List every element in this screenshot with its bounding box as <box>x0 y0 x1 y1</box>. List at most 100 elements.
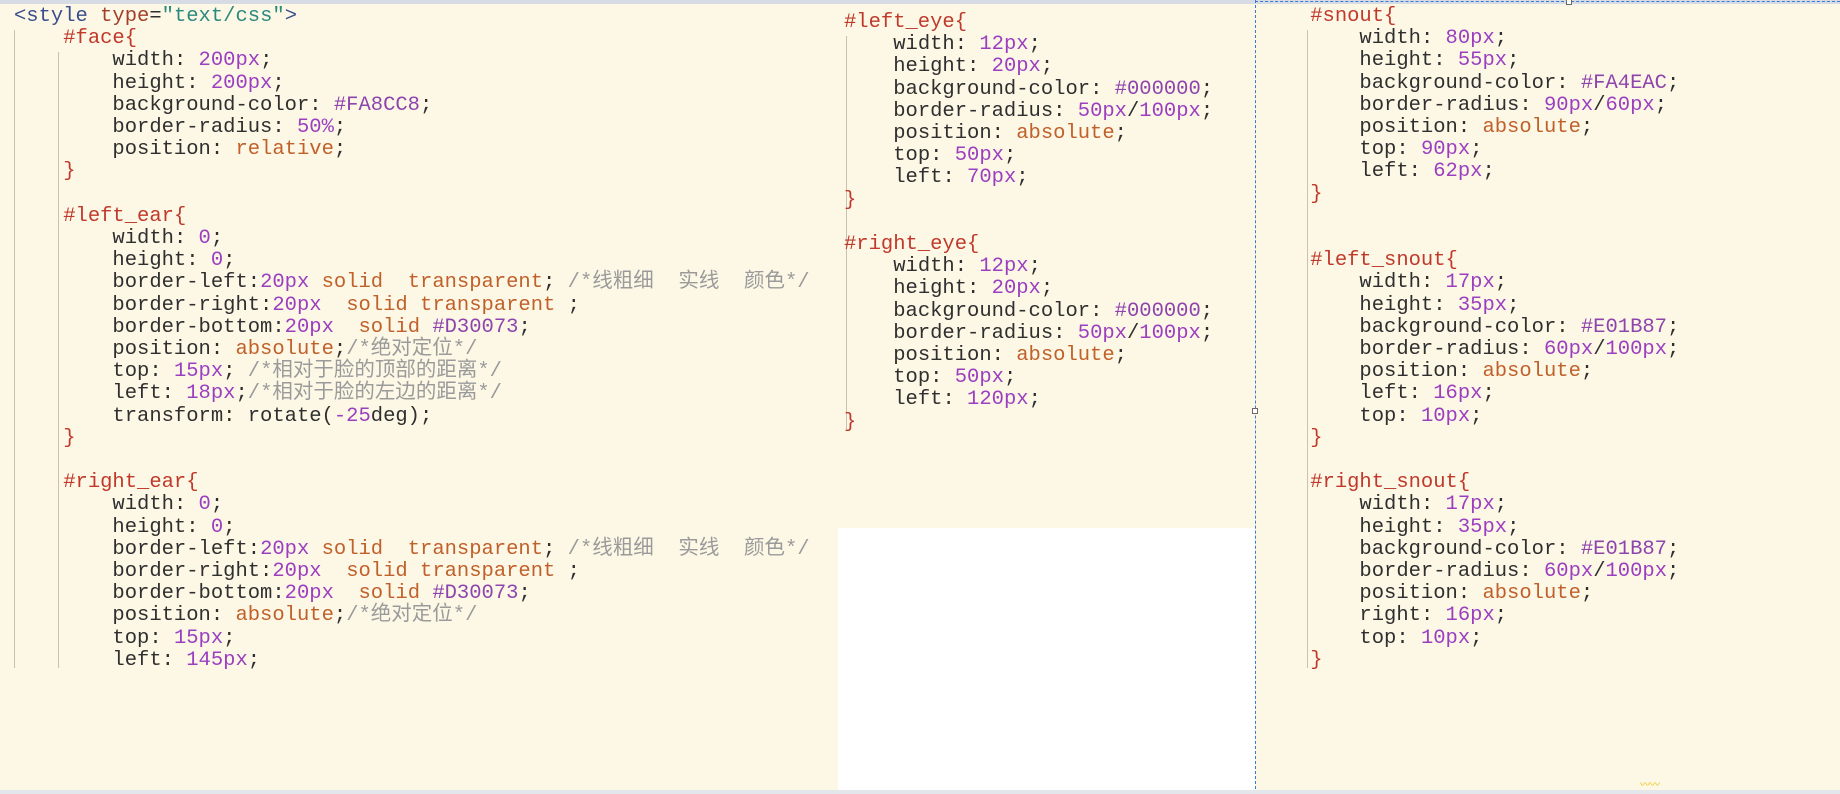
code-line[interactable]: background-color: #000000; <box>844 299 1213 325</box>
code-token: ; <box>1667 537 1680 561</box>
code-line[interactable]: position: absolute;/*绝对定位*/ <box>14 603 477 629</box>
code-line[interactable]: transform: rotate(-25deg); <box>14 404 432 430</box>
code-line[interactable]: border-bottom:20px solid #D30073; <box>14 315 530 341</box>
code-token: 100 <box>1605 560 1643 583</box>
code-token: 100 <box>1139 321 1177 345</box>
code-line[interactable]: height: 20px; <box>844 276 1053 302</box>
code-line[interactable]: height: 55px; <box>1261 48 1519 74</box>
code-token: 100 <box>1139 99 1177 123</box>
code-line[interactable]: top: 15px; <box>14 626 235 652</box>
code-line[interactable]: height: 0; <box>14 248 235 274</box>
code-line[interactable]: top: 50px; <box>844 365 1016 391</box>
code-token: : <box>1396 626 1421 650</box>
code-line[interactable]: border-radius: 50%; <box>14 115 346 141</box>
code-line[interactable]: } <box>1261 648 1322 674</box>
code-line[interactable]: background-color: #FA8CC8; <box>14 93 432 119</box>
code-token: / <box>1126 99 1140 123</box>
code-pane-styles-snout[interactable]: #snout{ width: 80px; height: 55px; backg… <box>1255 4 1840 790</box>
code-line[interactable]: top: 10px; <box>1261 404 1482 430</box>
code-line[interactable]: background-color: #FA4EAC; <box>1261 71 1679 97</box>
code-line[interactable]: height: 200px; <box>14 71 284 97</box>
code-pane-styles-eyes[interactable]: #left_eye{ width: 12px; height: 20px; ba… <box>838 4 1255 528</box>
code-line[interactable]: #face{ <box>14 26 137 52</box>
code-line[interactable]: width: 0; <box>14 226 223 252</box>
code-line[interactable]: left: 120px; <box>844 387 1041 413</box>
code-line[interactable]: #right_eye{ <box>844 232 979 258</box>
code-line[interactable]: #snout{ <box>1261 4 1396 30</box>
code-line[interactable]: border-radius: 50px/100px; <box>844 321 1213 347</box>
code-token: : <box>1408 160 1434 184</box>
code-line[interactable]: top: 15px; /*相对于脸的顶部的距离*/ <box>14 359 502 385</box>
code-line[interactable]: position: absolute; <box>844 121 1127 147</box>
code-line[interactable]: border-left:20px solid transparent; /*线粗… <box>14 537 809 563</box>
code-line[interactable]: width: 17px; <box>1261 270 1507 296</box>
code-line[interactable]: position: absolute; <box>1261 359 1593 385</box>
code-line[interactable]: height: 0; <box>14 515 235 541</box>
selection-resize-handle-left[interactable] <box>1252 408 1258 414</box>
code-token <box>1261 72 1359 95</box>
code-line[interactable]: width: 80px; <box>1261 26 1507 52</box>
code-line[interactable]: #left_ear{ <box>14 204 186 230</box>
code-line[interactable]: } <box>1261 426 1322 452</box>
code-line[interactable]: left: 70px; <box>844 165 1028 191</box>
code-line[interactable]: width: 12px; <box>844 32 1041 58</box>
code-token: : <box>942 388 968 412</box>
code-line[interactable]: position: absolute; <box>1261 115 1593 141</box>
code-token: px <box>1016 277 1041 301</box>
code-line[interactable]: border-radius: 60px/100px; <box>1261 559 1679 585</box>
code-line[interactable]: position: relative; <box>14 137 346 163</box>
code-line[interactable]: } <box>14 426 75 452</box>
code-line[interactable]: left: 62px; <box>1261 159 1494 185</box>
code-line[interactable]: left: 18px;/*相对于脸的左边的距离*/ <box>14 381 502 407</box>
code-token <box>844 55 893 78</box>
code-line[interactable]: width: 200px; <box>14 48 272 74</box>
code-line[interactable]: background-color: #E01B87; <box>1261 537 1679 563</box>
code-line[interactable]: #right_snout{ <box>1261 470 1470 496</box>
code-line[interactable]: top: 10px; <box>1261 626 1482 652</box>
code-line[interactable]: width: 0; <box>14 492 223 518</box>
code-line[interactable]: position: absolute; <box>1261 581 1593 607</box>
code-line[interactable]: border-right:20px solid transparent ; <box>14 293 580 319</box>
code-line[interactable]: position: absolute;/*绝对定位*/ <box>14 337 477 363</box>
code-token: ; <box>235 382 248 406</box>
code-line[interactable]: } <box>1261 182 1322 208</box>
code-token: relative <box>235 138 334 162</box>
code-token <box>14 604 112 627</box>
code-line[interactable]: border-radius: 90px/60px; <box>1261 93 1667 119</box>
code-line[interactable]: border-left:20px solid transparent; /*线粗… <box>14 270 809 296</box>
code-line[interactable]: left: 16px; <box>1261 381 1494 407</box>
code-line[interactable]: <style type="text/css"> <box>14 4 297 30</box>
code-line[interactable]: width: 17px; <box>1261 492 1507 518</box>
code-line[interactable]: border-bottom:20px solid #D30073; <box>14 581 530 607</box>
code-token <box>1261 493 1359 516</box>
code-line[interactable]: left: 145px; <box>14 648 260 674</box>
code-token: #000000 <box>1114 77 1201 101</box>
code-line[interactable]: #left_eye{ <box>844 10 967 36</box>
code-line[interactable]: right: 16px; <box>1261 603 1507 629</box>
code-token: { <box>1384 5 1397 28</box>
code-line[interactable]: } <box>844 410 856 436</box>
code-token: -25 <box>333 404 371 428</box>
selection-resize-handle-top[interactable] <box>1566 0 1572 5</box>
code-line[interactable]: #right_ear{ <box>14 470 198 496</box>
code-line[interactable]: height: 35px; <box>1261 293 1519 319</box>
code-line[interactable]: position: absolute; <box>844 343 1127 369</box>
code-token: 15 <box>173 626 199 650</box>
code-token: : <box>991 122 1017 145</box>
code-line[interactable]: } <box>14 159 75 185</box>
code-line[interactable]: background-color: #E01B87; <box>1261 315 1679 341</box>
code-line[interactable]: width: 12px; <box>844 254 1041 280</box>
code-line[interactable]: #left_snout{ <box>1261 248 1458 274</box>
code-line[interactable]: height: 35px; <box>1261 515 1519 541</box>
code-line[interactable]: height: 20px; <box>844 54 1053 80</box>
code-line[interactable]: border-radius: 50px/100px; <box>844 99 1213 125</box>
code-line[interactable]: } <box>844 188 856 214</box>
code-token <box>1261 49 1359 72</box>
code-line[interactable]: background-color: #000000; <box>844 77 1213 103</box>
code-pane-styles-face-ears[interactable]: <style type="text/css"> #face{ width: 20… <box>0 4 838 790</box>
code-line[interactable]: top: 50px; <box>844 143 1016 169</box>
code-token: absolute <box>1016 344 1115 367</box>
code-line[interactable]: top: 90px; <box>1261 137 1482 163</box>
code-line[interactable]: border-right:20px solid transparent ; <box>14 559 580 585</box>
code-line[interactable]: border-radius: 60px/100px; <box>1261 337 1679 363</box>
